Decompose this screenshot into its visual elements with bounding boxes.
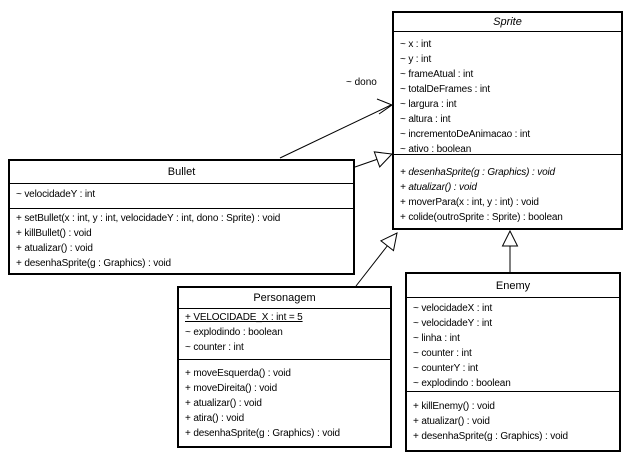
hollow-triangle-icon bbox=[501, 229, 519, 247]
attribute-row: ~ explodindo : boolean bbox=[413, 378, 511, 389]
attribute-row: ~ counter : int bbox=[413, 348, 472, 359]
class-title-sprite: Sprite bbox=[394, 13, 621, 32]
method-row: + desenhaSprite(g : Graphics) : void bbox=[413, 431, 568, 442]
method-row: + moveDireita() : void bbox=[185, 383, 278, 394]
association-label-dono: ~ dono bbox=[346, 77, 377, 88]
method-row: + setBullet(x : int, y : int, velocidade… bbox=[16, 213, 281, 224]
method-row: + moveEsquerda() : void bbox=[185, 368, 291, 379]
attributes-compartment: ~ velocidadeX : int ~ velocidadeY : int … bbox=[407, 298, 619, 392]
attribute-row: ~ velocidadeY : int bbox=[16, 189, 95, 200]
methods-compartment: + setBullet(x : int, y : int, velocidade… bbox=[10, 209, 353, 271]
attribute-row: ~ counterY : int bbox=[413, 363, 478, 374]
method-row: + atualizar() : void bbox=[413, 416, 490, 427]
attribute-row: ~ altura : int bbox=[400, 114, 451, 125]
method-row: + atualizar() : void bbox=[185, 398, 262, 409]
method-row: + moverPara(x : int, y : int) : void bbox=[400, 197, 539, 208]
hollow-triangle-icon bbox=[379, 232, 398, 252]
attribute-row: ~ velocidadeY : int bbox=[413, 318, 492, 329]
class-title-bullet: Bullet bbox=[10, 161, 353, 184]
class-box-bullet[interactable]: Bullet ~ velocidadeY : int + setBullet(x… bbox=[8, 159, 355, 275]
attribute-row: ~ explodindo : boolean bbox=[185, 327, 283, 338]
method-row: + atira() : void bbox=[185, 413, 245, 424]
class-box-enemy[interactable]: Enemy ~ velocidadeX : int ~ velocidadeY … bbox=[405, 272, 621, 452]
attributes-compartment: ~ x : int ~ y : int ~ frameAtual : int ~… bbox=[394, 32, 621, 155]
method-row: + desenhaSprite(g : Graphics) : void bbox=[16, 258, 171, 269]
attribute-row: ~ y : int bbox=[400, 54, 432, 65]
open-arrowhead-icon bbox=[376, 98, 394, 115]
attribute-row: ~ linha : int bbox=[413, 333, 460, 344]
attribute-row: ~ velocidadeX : int bbox=[413, 303, 493, 314]
class-box-sprite[interactable]: Sprite ~ x : int ~ y : int ~ frameAtual … bbox=[392, 11, 623, 230]
hollow-triangle-icon bbox=[373, 151, 394, 168]
abstract-method-row: + desenhaSprite(g : Graphics) : void bbox=[400, 167, 555, 178]
generalization-enemy-sprite bbox=[501, 229, 519, 272]
attribute-row: ~ totalDeFrames : int bbox=[400, 84, 490, 95]
attributes-compartment: + VELOCIDADE_X : int = 5 ~ explodindo : … bbox=[179, 309, 390, 360]
method-row: + killBullet() : void bbox=[16, 228, 92, 239]
method-row: + atualizar() : void bbox=[16, 243, 93, 254]
attribute-row: ~ ativo : boolean bbox=[400, 144, 472, 155]
method-row: + colide(outroSprite : Sprite) : boolean bbox=[400, 212, 563, 223]
method-row: + killEnemy() : void bbox=[413, 401, 495, 412]
association-bullet-sprite bbox=[279, 98, 394, 159]
attribute-row: ~ x : int bbox=[400, 39, 432, 50]
attribute-row: ~ incrementoDeAnimacao : int bbox=[400, 129, 531, 140]
attributes-compartment: ~ velocidadeY : int bbox=[10, 184, 353, 209]
class-title-personagem: Personagem bbox=[179, 288, 390, 309]
attribute-row: ~ frameAtual : int bbox=[400, 69, 474, 80]
methods-compartment: + desenhaSprite(g : Graphics) : void + a… bbox=[394, 155, 621, 225]
abstract-method-row: + atualizar() : void bbox=[400, 182, 477, 193]
class-title-enemy: Enemy bbox=[407, 274, 619, 298]
method-row: + desenhaSprite(g : Graphics) : void bbox=[185, 428, 340, 439]
generalization-personagem-sprite bbox=[355, 232, 398, 287]
class-box-personagem[interactable]: Personagem + VELOCIDADE_X : int = 5 ~ ex… bbox=[177, 286, 392, 448]
attribute-row: ~ largura : int bbox=[400, 99, 457, 110]
generalization-bullet-sprite bbox=[354, 151, 394, 168]
methods-compartment: + killEnemy() : void + atualizar() : voi… bbox=[407, 392, 619, 444]
static-attribute-row: + VELOCIDADE_X : int = 5 bbox=[185, 312, 303, 323]
attribute-row: ~ counter : int bbox=[185, 342, 244, 353]
methods-compartment: + moveEsquerda() : void + moveDireita() … bbox=[179, 360, 390, 441]
